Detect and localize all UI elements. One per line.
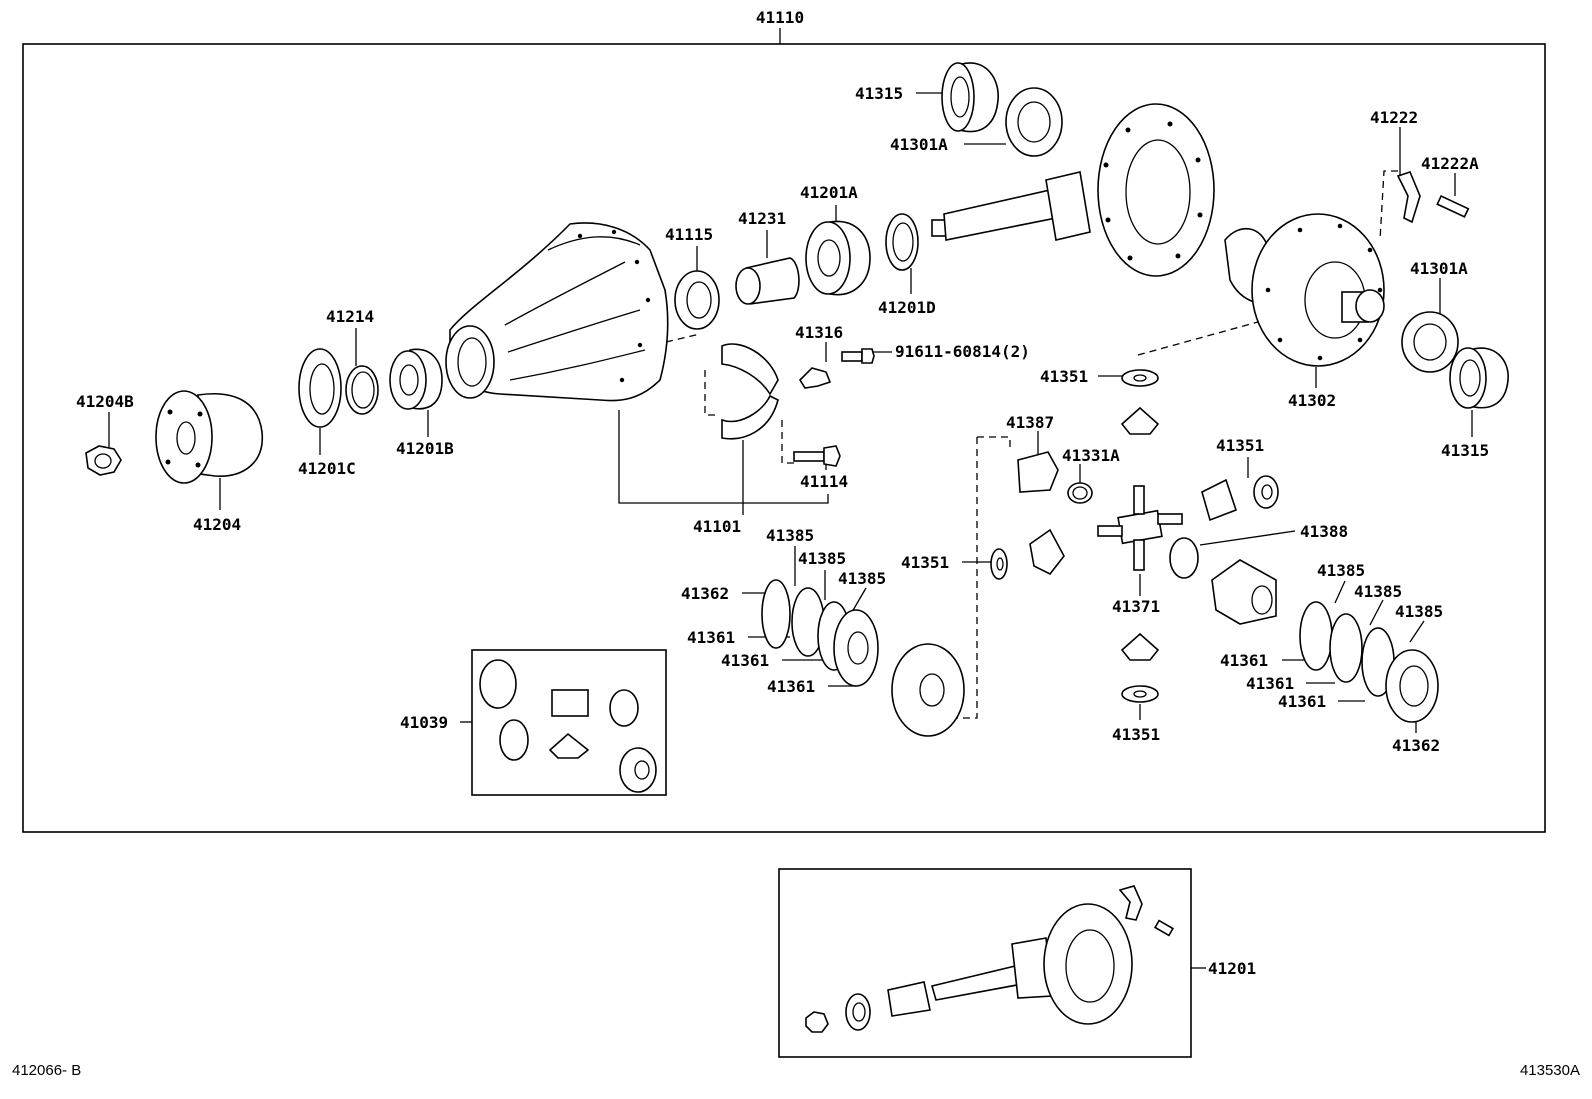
diff-case-41302 <box>1224 213 1385 367</box>
label-41388: 41388 <box>1300 522 1348 541</box>
label-41351-b: 41351 <box>1216 436 1264 455</box>
slinger-41214 <box>345 365 379 415</box>
clutch-pack-left <box>761 579 879 687</box>
bearing-caps-41101 <box>721 343 779 440</box>
oil-seal-41201C <box>298 348 342 428</box>
bearing-41201A <box>805 220 871 296</box>
label-41315-top: 41315 <box>855 84 903 103</box>
bearing-41201B <box>389 348 443 410</box>
label-41351-a: 41351 <box>1040 367 1088 386</box>
ring-pinion-set-frame <box>778 868 1192 1058</box>
label-41315-right: 41315 <box>1441 441 1489 460</box>
plate-41387 <box>1017 451 1059 493</box>
label-41204B: 41204B <box>76 392 134 411</box>
label-41039: 41039 <box>400 713 448 732</box>
carrier-housing <box>445 222 669 402</box>
label-41385-r3: 41385 <box>1395 602 1443 621</box>
label-41371: 41371 <box>1112 597 1160 616</box>
label-41115: 41115 <box>665 225 713 244</box>
label-41361-r1: 41361 <box>1220 651 1268 670</box>
footer-left-code: 412066- B <box>12 1062 81 1079</box>
bearing-41301A-top <box>1005 87 1063 157</box>
thrust-washers-41351 <box>990 369 1279 703</box>
label-41385-l2: 41385 <box>798 549 846 568</box>
side-gear-left <box>891 643 965 737</box>
label-41231: 41231 <box>738 209 786 228</box>
bearing-41315-right <box>1449 347 1509 409</box>
pin-41388 <box>1169 537 1199 579</box>
washer-41201D <box>885 213 919 271</box>
label-41385-r2: 41385 <box>1354 582 1402 601</box>
lock-plate-41316 <box>798 348 875 389</box>
label-41302: 41302 <box>1288 391 1336 410</box>
footer-right-code: 413530A <box>1520 1062 1580 1079</box>
seal-41115 <box>674 270 720 330</box>
clutch-pack-right <box>1299 601 1439 723</box>
label-41201: 41201 <box>1208 959 1256 978</box>
part-labels: 41110 41204B 41204 41201C 41214 41201B 4… <box>76 8 1489 978</box>
label-41222A: 41222A <box>1421 154 1479 173</box>
spring-41331A <box>1067 482 1093 504</box>
label-41361-r3: 41361 <box>1278 692 1326 711</box>
pinion-gears <box>1029 406 1238 661</box>
lock-plate-41222 <box>1396 171 1470 224</box>
label-41101: 41101 <box>693 517 741 536</box>
label-41385-l1: 41385 <box>766 526 814 545</box>
dashed-guides <box>665 170 1398 719</box>
label-41301A-top: 41301A <box>890 135 948 154</box>
side-gear-right <box>1211 559 1277 625</box>
label-41362-r: 41362 <box>1392 736 1440 755</box>
label-41351-d: 41351 <box>1112 725 1160 744</box>
label-41222: 41222 <box>1370 108 1418 127</box>
label-41385-l3: 41385 <box>838 569 886 588</box>
label-41201B: 41201B <box>396 439 454 458</box>
label-41331A: 41331A <box>1062 446 1120 465</box>
label-41201A: 41201A <box>800 183 858 202</box>
spacer-41231 <box>735 257 800 305</box>
label-41387: 41387 <box>1006 413 1054 432</box>
label-91611-60814: 91611-60814(2) <box>895 342 1030 361</box>
nut-41204B <box>85 445 122 476</box>
leader-lines <box>108 28 1473 969</box>
spider-41371 <box>1097 485 1183 571</box>
label-41361-l2: 41361 <box>721 651 769 670</box>
ring-gear-pinion <box>931 103 1215 277</box>
label-41110: 41110 <box>756 8 804 27</box>
main-assembly-frame <box>22 43 1546 833</box>
ring-pinion-set-41201 <box>805 885 1175 1033</box>
bearing-41301A-right <box>1401 311 1459 373</box>
label-41301A-right: 41301A <box>1410 259 1468 278</box>
label-41204: 41204 <box>193 515 241 534</box>
label-41316: 41316 <box>795 323 843 342</box>
label-41351-c: 41351 <box>901 553 949 572</box>
label-41214: 41214 <box>326 307 374 326</box>
pinion-kit-41039 <box>479 659 657 793</box>
label-41361-l3: 41361 <box>767 677 815 696</box>
label-41361-l1: 41361 <box>687 628 735 647</box>
flange-41204 <box>155 390 263 484</box>
label-41385-r1: 41385 <box>1317 561 1365 580</box>
label-41362-l: 41362 <box>681 584 729 603</box>
label-41114: 41114 <box>800 472 848 491</box>
label-41361-r2: 41361 <box>1246 674 1294 693</box>
bearing-41315-top <box>941 62 999 133</box>
bolt-41114 <box>793 445 841 467</box>
label-41201C: 41201C <box>298 459 356 478</box>
label-41201D: 41201D <box>878 298 936 317</box>
